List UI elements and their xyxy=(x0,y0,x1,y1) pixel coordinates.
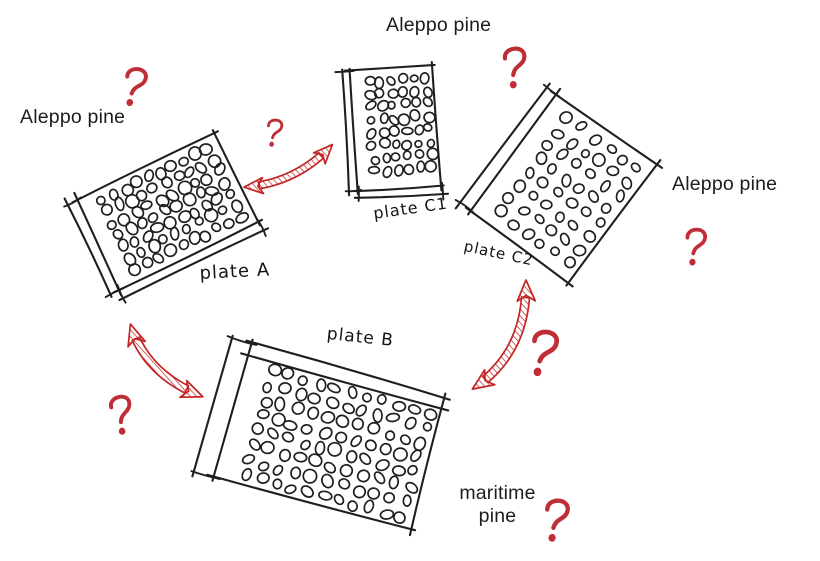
plates-layer xyxy=(63,60,664,537)
arrow-b-c2 xyxy=(471,279,537,390)
arrow-a-c1 xyxy=(243,143,334,195)
label-aleppo-pine-top: Aleppo pine xyxy=(386,14,492,36)
label-aleppo-pine-right: Aleppo pine xyxy=(672,173,778,195)
plate-c2-wells xyxy=(494,111,641,269)
qm-a-c1 xyxy=(267,118,284,147)
label-plate-a: plate A xyxy=(199,259,271,284)
label-aleppo-pine-left: Aleppo pine xyxy=(20,106,126,128)
plate-c1-drawing xyxy=(334,60,450,203)
qm-top-right xyxy=(502,46,527,89)
arrow-a-b xyxy=(127,323,204,399)
qm-maritime xyxy=(545,498,570,542)
plate-b-wells xyxy=(241,363,438,525)
plate-a-wells xyxy=(95,143,250,277)
qm-right xyxy=(685,227,707,266)
qm-left-top xyxy=(125,67,148,107)
plate-c1-wells xyxy=(364,72,440,179)
plate-c2-drawing xyxy=(454,82,664,288)
question-marks-layer xyxy=(109,46,707,542)
arrows-layer xyxy=(127,143,537,399)
plate-b-drawing xyxy=(190,334,451,537)
qm-b-c2 xyxy=(532,329,559,377)
qm-bottom-left xyxy=(109,394,132,435)
plate-a-drawing xyxy=(63,129,270,304)
label-maritime-pine: maritime pine xyxy=(459,482,536,527)
